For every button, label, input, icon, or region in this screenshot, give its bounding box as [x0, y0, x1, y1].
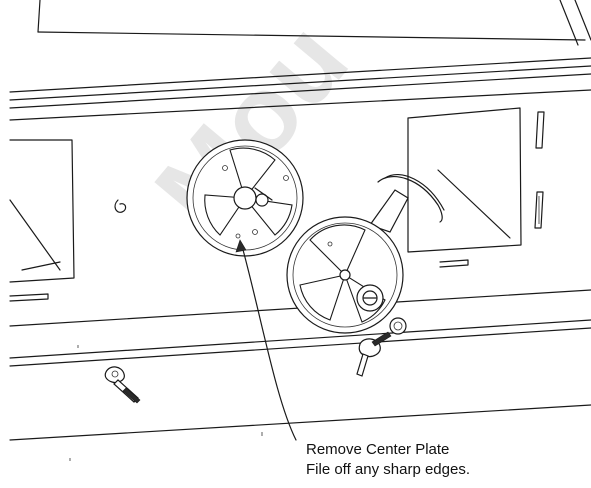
disc-with-handle	[286, 174, 445, 334]
callout-line-1: Remove Center Plate	[306, 441, 450, 458]
callout-text: Remove Center Plate File off any sharp e…	[306, 440, 470, 480]
callout-leader-arrow	[235, 239, 297, 441]
panel-rails	[9, 57, 591, 441]
wing-nut-right	[356, 317, 407, 377]
callout-line-2: File off any sharp edges.	[306, 461, 470, 478]
hook-mark	[114, 199, 127, 213]
left-window-cutout	[9, 139, 75, 302]
disc-with-center-plate	[186, 139, 304, 257]
top-cabinet-outline	[37, 0, 591, 46]
wing-nut-left	[104, 366, 141, 404]
right-window-cutout	[407, 107, 545, 268]
